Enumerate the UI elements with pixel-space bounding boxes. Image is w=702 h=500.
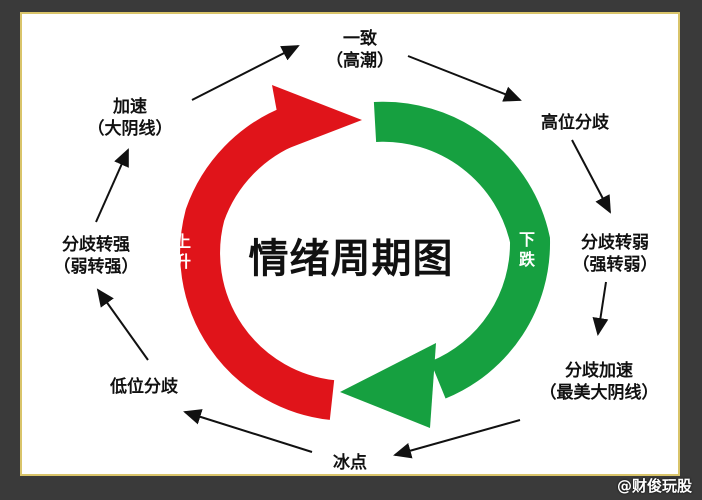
arrow-upperright-to-right — [571, 139, 611, 214]
arrow-upperleft-to-top — [191, 45, 300, 101]
green-arc — [373, 101, 551, 399]
stage-lower-right: 分歧加速（最美大阴线） — [539, 361, 659, 403]
stage-right: 分歧转弱（强转弱） — [572, 233, 658, 275]
stage-upper-right: 高位分歧 — [541, 113, 609, 133]
fall-label: 下跌 — [518, 230, 535, 269]
stage-left: 分歧转强（弱转强） — [53, 235, 139, 277]
rise-label: 上升 — [174, 232, 191, 271]
red-arc — [180, 106, 335, 420]
arrow-lowerleft-to-left — [96, 288, 149, 361]
diagram-title: 情绪周期图 — [248, 236, 454, 282]
stage-top: 一致（高潮） — [326, 29, 394, 71]
stage-bottom: 冰点 — [333, 453, 367, 473]
arrow-bottom-to-lowerleft — [183, 409, 313, 453]
red-arrowhead — [272, 85, 362, 150]
green-arrowhead — [340, 343, 436, 428]
watermark: @财俊玩股 — [616, 477, 692, 495]
arrow-right-to-lowerright — [592, 281, 609, 336]
stage-lower-left: 低位分歧 — [110, 377, 178, 397]
diagram-frame — [20, 12, 680, 476]
stage-upper-left: 加速（大阴线） — [87, 97, 173, 139]
arrow-left-to-upperleft — [95, 148, 129, 223]
arrow-top-to-upperright — [407, 55, 522, 102]
arrow-lowerright-to-bottom — [393, 419, 521, 459]
